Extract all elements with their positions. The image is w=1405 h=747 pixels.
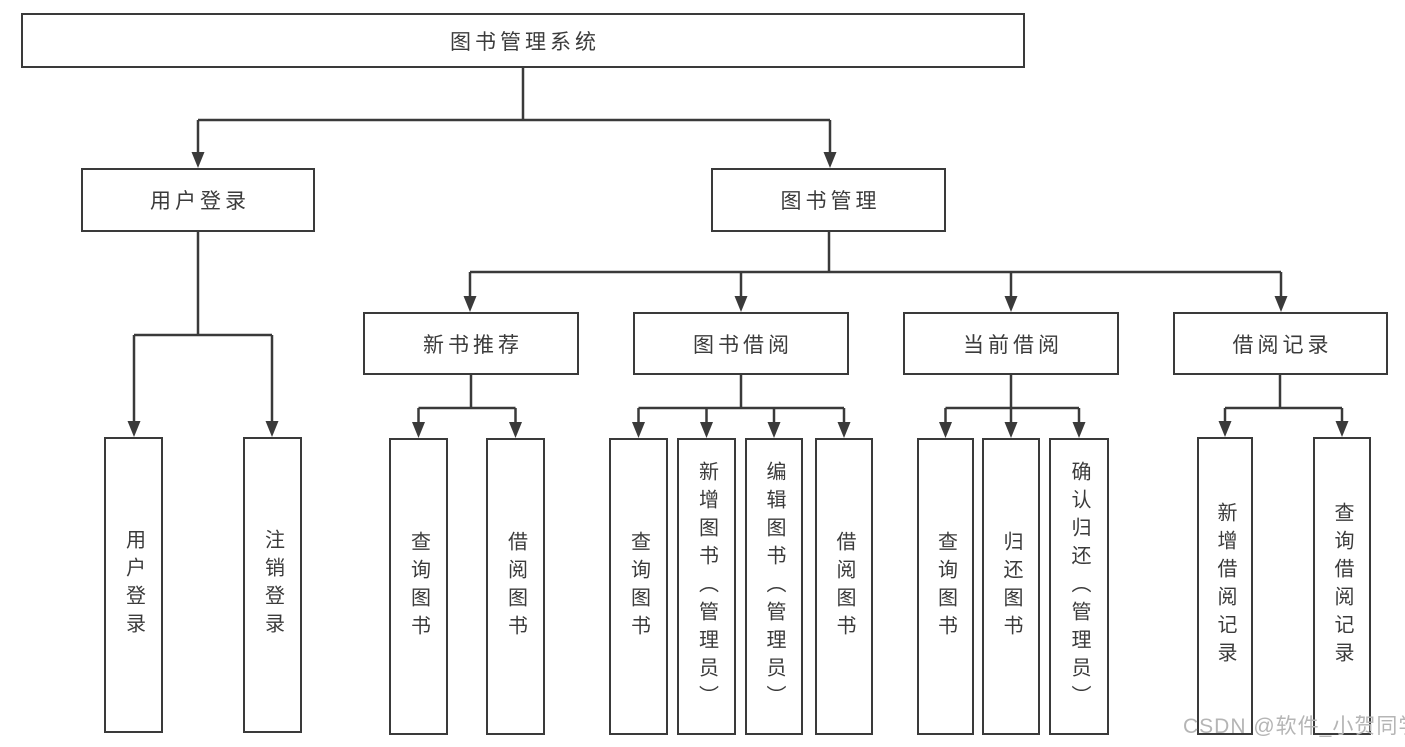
leaf-query-books-recommend: 查询图书 <box>389 438 448 735</box>
node-root: 图书管理系统 <box>21 13 1025 68</box>
leaf-confirm-return-admin-label: 确认归还（管理员） <box>1068 460 1090 713</box>
node-borrow-records: 借阅记录 <box>1173 312 1388 375</box>
node-user-login: 用户登录 <box>81 168 315 232</box>
node-user-login-label: 用户登录 <box>150 190 250 213</box>
node-current-borrowing: 当前借阅 <box>903 312 1119 375</box>
leaf-query-books-recommend-label: 查询图书 <box>407 530 430 643</box>
leaf-query-borrow-record-label: 查询借阅记录 <box>1331 502 1353 670</box>
leaf-user-login: 用户登录 <box>104 437 163 733</box>
leaf-logout-label: 注销登录 <box>261 529 284 641</box>
node-book-borrowing: 图书借阅 <box>633 312 849 375</box>
arrowheads <box>127 152 1349 438</box>
node-borrow-records-label: 借阅记录 <box>1232 333 1333 357</box>
leaf-confirm-return-admin: 确认归还（管理员） <box>1049 438 1109 735</box>
leaf-user-login-label: 用户登录 <box>122 529 145 641</box>
leaf-query-books-current-label: 查询图书 <box>934 530 957 643</box>
leaf-borrow-books-recommend-label: 借阅图书 <box>504 530 527 643</box>
leaf-add-borrow-record: 新增借阅记录 <box>1197 437 1253 735</box>
leaf-add-books-admin: 新增图书（管理员） <box>677 438 736 735</box>
leaf-borrow-books-borrowing: 借阅图书 <box>815 438 873 735</box>
leaf-edit-books-admin-label: 编辑图书（管理员） <box>763 460 785 713</box>
node-book-management-label: 图书管理 <box>780 190 881 213</box>
leaf-return-books-label: 归还图书 <box>1000 530 1022 643</box>
node-book-borrowing-label: 图书借阅 <box>693 333 793 357</box>
leaf-return-books: 归还图书 <box>982 438 1040 735</box>
node-new-book-recommend-label: 新书推荐 <box>423 333 523 357</box>
node-current-borrowing-label: 当前借阅 <box>963 333 1063 357</box>
leaf-logout: 注销登录 <box>243 437 302 733</box>
node-root-label: 图书管理系统 <box>450 30 600 54</box>
leaf-borrow-books-borrowing-label: 借阅图书 <box>833 530 855 643</box>
leaf-query-books-current: 查询图书 <box>917 438 974 735</box>
leaf-add-borrow-record-label: 新增借阅记录 <box>1214 502 1236 670</box>
leaf-query-borrow-record: 查询借阅记录 <box>1313 437 1371 735</box>
node-new-book-recommend: 新书推荐 <box>363 312 579 375</box>
watermark: CSDN @软件_小贺同学 <box>1183 715 1405 738</box>
leaf-borrow-books-recommend: 借阅图书 <box>486 438 545 735</box>
leaf-query-books-borrowing-label: 查询图书 <box>627 530 650 643</box>
leaf-edit-books-admin: 编辑图书（管理员） <box>745 438 803 735</box>
leaf-add-books-admin-label: 新增图书（管理员） <box>695 460 718 713</box>
node-book-management: 图书管理 <box>711 168 946 232</box>
leaf-query-books-borrowing: 查询图书 <box>609 438 668 735</box>
